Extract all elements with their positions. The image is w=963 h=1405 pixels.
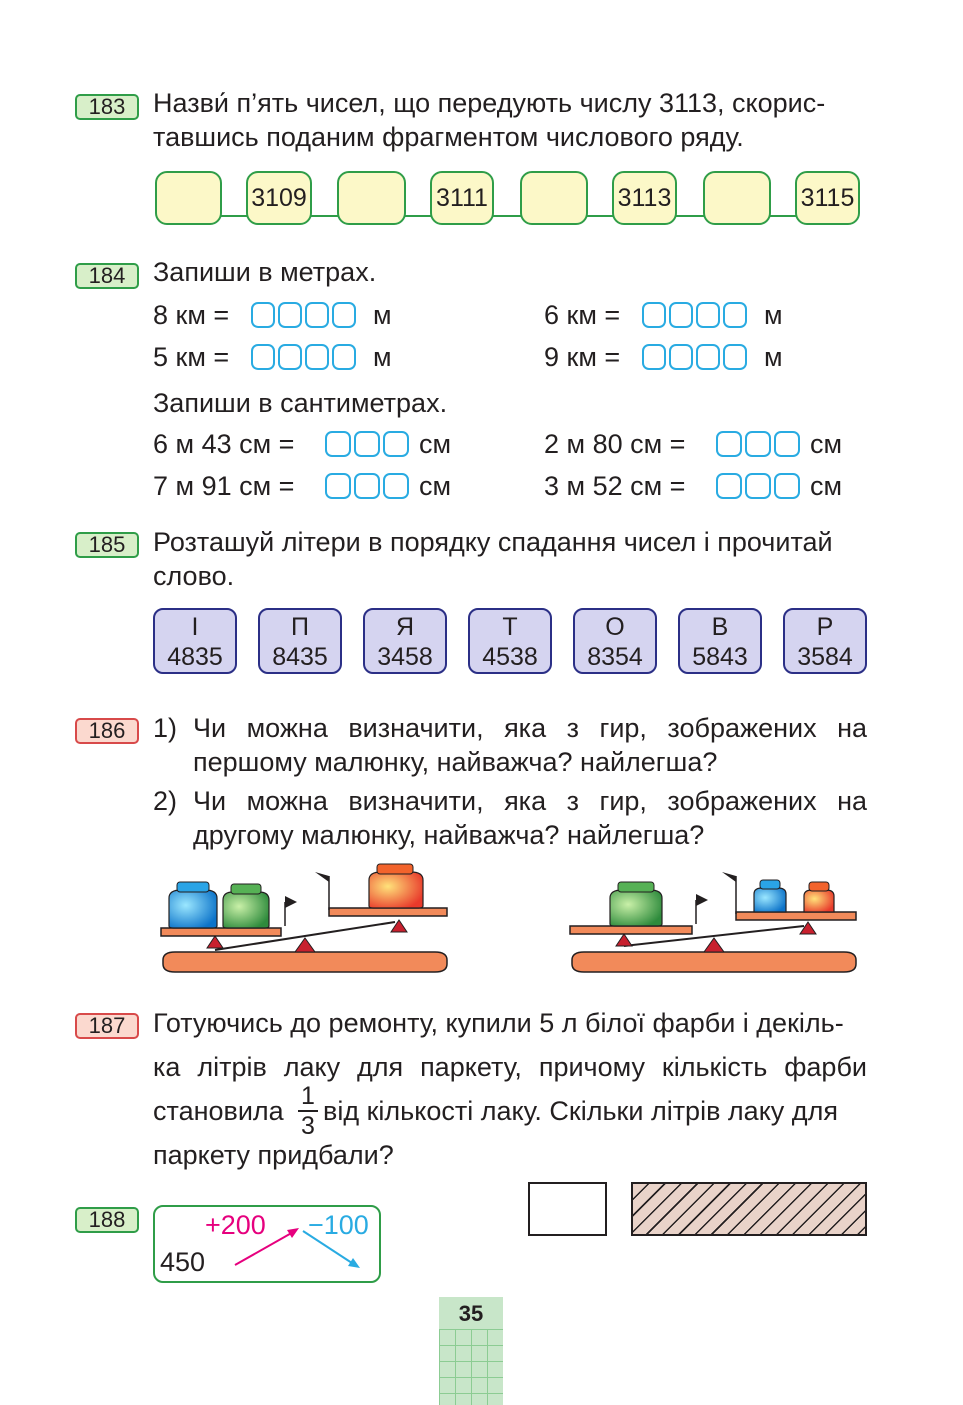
card-number: 8354: [587, 643, 643, 671]
sequence-box-empty[interactable]: [703, 171, 771, 225]
exercise-number-183: 183: [75, 94, 139, 120]
card-number: 3584: [797, 643, 853, 671]
card-letter: В: [711, 613, 729, 641]
card-letter: Р: [816, 613, 834, 641]
exercise-183-text-line1: Назви́ п’ять чисел, що передують числу 3…: [153, 88, 826, 118]
unit-label: см: [419, 471, 452, 501]
fraction-numerator: 1: [301, 1082, 315, 1110]
question-2-line2: другому малюнку, найважча? найлегша?: [193, 820, 705, 850]
exercise-number-187: 187: [75, 1013, 139, 1039]
m-cm-expression: 6 м 43 см =: [153, 429, 295, 459]
unit-label: м: [764, 300, 783, 330]
card-letter: П: [291, 613, 309, 641]
exercise-185-text-line2: слово.: [153, 561, 235, 591]
operation-arrows: [234, 1228, 360, 1268]
balance-scale-illustration-1: [160, 863, 448, 973]
card-letter: І: [191, 613, 199, 641]
sequence-box: 3115: [795, 171, 860, 225]
paint-rectangle: [528, 1182, 607, 1236]
answer-cells[interactable]: [325, 473, 412, 501]
answer-cells[interactable]: [642, 302, 750, 330]
fraction: 1 3: [298, 1083, 318, 1139]
sequence-box-empty[interactable]: [520, 171, 588, 225]
start-number: 450: [160, 1247, 206, 1277]
exercise-185-text-line1: Розташуй літери в порядку спадання чисел…: [153, 527, 833, 557]
m-cm-expression: 3 м 52 см =: [544, 471, 686, 501]
exercise-187-text-line2: ка літрів лаку для паркету, причому кіль…: [153, 1052, 867, 1082]
exercise-187-text-line3-start: становила: [153, 1096, 284, 1126]
page-number: 35: [439, 1297, 503, 1405]
fraction-denominator: 3: [301, 1112, 315, 1140]
answer-cells[interactable]: [716, 431, 803, 459]
sequence-box: 3111: [430, 171, 494, 225]
answer-cells[interactable]: [251, 344, 359, 372]
card-letter: Я: [395, 613, 415, 641]
exercise-184-title-meters: Запиши в метрах.: [153, 257, 377, 287]
question-1-line1: Чи можна визначити, яка з гир, зображени…: [193, 713, 867, 743]
answer-cells[interactable]: [716, 473, 803, 501]
unit-label: м: [764, 342, 783, 372]
unit-label: м: [373, 300, 392, 330]
answer-cells[interactable]: [251, 302, 359, 330]
operation-minus: −100: [308, 1210, 369, 1240]
sequence-connector: [220, 215, 798, 217]
parquet-rectangle: [631, 1182, 867, 1236]
answer-cells[interactable]: [325, 431, 412, 459]
exercise-number-184: 184: [75, 263, 139, 289]
exercise-183-text-line2: тавшись поданим фрагментом числового ряд…: [153, 122, 744, 152]
exercise-187-text-line1: Готуючись до ремонту, купили 5 л білої ф…: [153, 1008, 844, 1038]
question-marker: 1): [153, 713, 178, 743]
card-number: 4538: [482, 643, 538, 671]
unit-label: см: [419, 429, 452, 459]
answer-cells[interactable]: [642, 344, 750, 372]
exercise-number-186: 186: [75, 718, 139, 744]
exercise-187-text-line3-end: від кількості лаку. Скільки літрів лаку …: [323, 1096, 838, 1126]
question-marker: 2): [153, 786, 178, 816]
km-expression: 8 км =: [153, 300, 230, 330]
sequence-box: 3109: [246, 171, 312, 225]
km-expression: 6 км =: [544, 300, 621, 330]
unit-label: см: [810, 471, 843, 501]
exercise-number-185: 185: [75, 532, 139, 558]
m-cm-expression: 2 м 80 см =: [544, 429, 686, 459]
card-number: 8435: [272, 643, 328, 671]
card-number: 3458: [377, 643, 433, 671]
balance-scale-illustration-2: [569, 872, 857, 973]
card-letter: Т: [502, 613, 518, 641]
card-number: 4835: [167, 643, 223, 671]
exercise-184-title-centimeters: Запиши в сантиметрах.: [153, 388, 448, 418]
question-2-line1: Чи можна визначити, яка з гир, зображени…: [193, 786, 867, 816]
unit-label: см: [810, 429, 843, 459]
card-letter: О: [605, 613, 625, 641]
km-expression: 9 км =: [544, 342, 621, 372]
sequence-box-empty[interactable]: [337, 171, 406, 225]
operation-chain: +200 −100 450: [153, 1205, 381, 1283]
km-expression: 5 км =: [153, 342, 230, 372]
card-number: 5843: [692, 643, 748, 671]
operation-plus: +200: [205, 1210, 266, 1240]
sequence-box: 3113: [612, 171, 677, 225]
sequence-box-empty[interactable]: [155, 171, 222, 225]
unit-label: м: [373, 342, 392, 372]
exercise-number-188: 188: [75, 1207, 139, 1233]
m-cm-expression: 7 м 91 см =: [153, 471, 295, 501]
question-1-line2: першому малюнку, найважча? найлегша?: [193, 747, 718, 777]
exercise-187-text-line4: паркету придбали?: [153, 1140, 394, 1170]
